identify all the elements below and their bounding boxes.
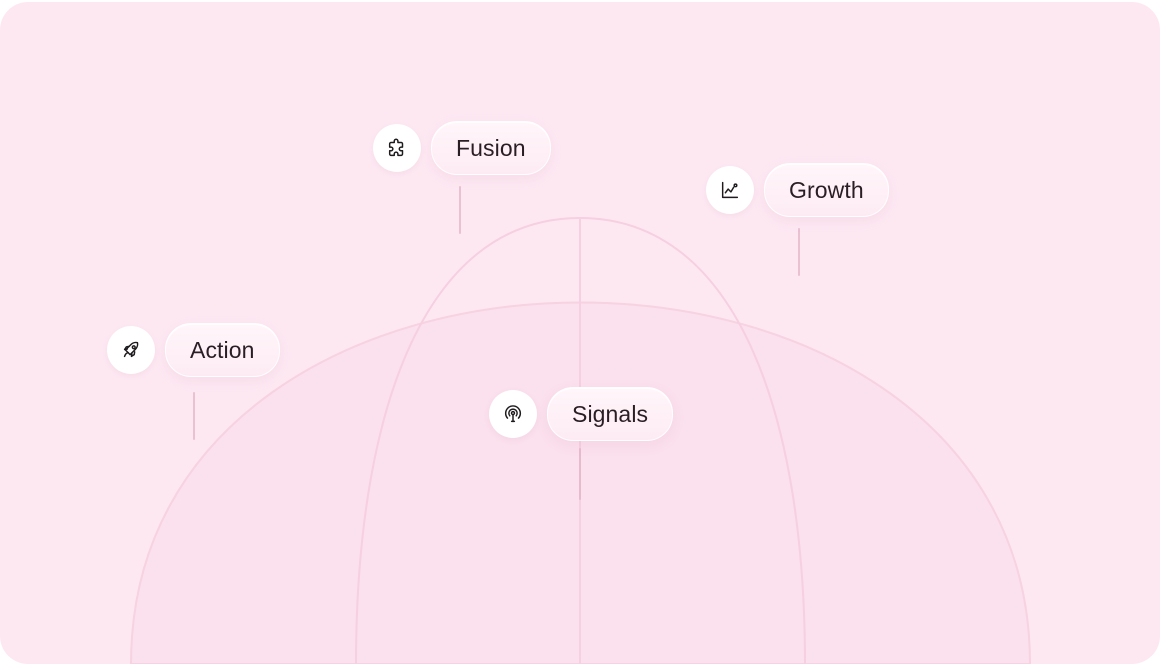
globe-meridian-right	[579, 217, 806, 664]
connector-action	[193, 392, 195, 440]
node-growth-label: Growth	[764, 163, 889, 217]
globe-meridian-left	[355, 217, 581, 664]
node-signals[interactable]: Signals	[489, 387, 674, 441]
rocket-icon	[107, 326, 155, 374]
node-growth[interactable]: Growth	[706, 163, 889, 217]
connector-signals	[579, 448, 581, 500]
node-fusion[interactable]: Fusion	[373, 121, 551, 175]
node-action-label: Action	[165, 323, 280, 377]
line-chart-icon	[706, 166, 754, 214]
puzzle-icon	[373, 124, 421, 172]
connector-fusion	[459, 186, 461, 234]
connector-growth	[798, 228, 800, 276]
broadcast-icon	[489, 390, 537, 438]
node-action[interactable]: Action	[107, 323, 280, 377]
node-fusion-label: Fusion	[431, 121, 551, 175]
node-signals-label: Signals	[547, 387, 674, 441]
